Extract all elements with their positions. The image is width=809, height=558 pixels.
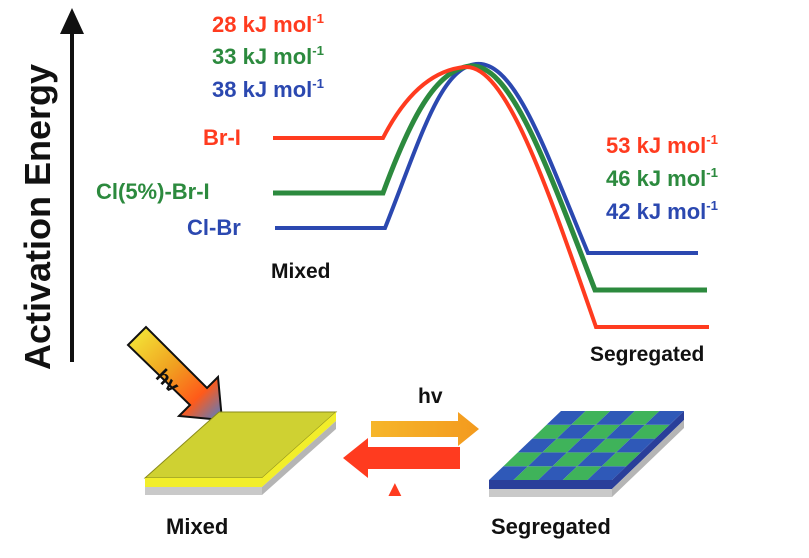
checker-cell xyxy=(630,424,670,439)
checker-cell xyxy=(513,466,553,480)
checker-cell xyxy=(552,452,592,467)
mixed-film xyxy=(143,411,338,495)
checker-cell xyxy=(595,411,635,425)
checker-cell xyxy=(546,411,586,425)
checker-cell xyxy=(581,424,621,439)
series-label-br-i: Br-I xyxy=(203,125,241,150)
checker-cell xyxy=(606,424,645,439)
checker-cell xyxy=(503,452,543,467)
segregated-film-substrate-side xyxy=(612,420,684,497)
checker-cell xyxy=(538,466,578,480)
caption-segregated: Segregated xyxy=(491,514,611,539)
reverse-arrow-label: ▲ xyxy=(384,476,406,501)
energy-axis-arrow xyxy=(60,8,84,362)
checker-cell xyxy=(577,452,617,467)
energy-left-cl-br: 38 kJ mol-1 xyxy=(212,75,325,102)
checker-cell xyxy=(571,411,611,425)
axis-label: Activation Energy xyxy=(17,64,58,370)
checker-cell xyxy=(528,452,567,467)
checker-cell xyxy=(601,452,641,467)
energy-right-br-i: 53 kJ mol-1 xyxy=(606,131,719,158)
checker-cell xyxy=(556,424,596,439)
segregated-film-side-edge xyxy=(612,411,684,489)
checker-cell xyxy=(616,438,656,453)
checker-cell xyxy=(645,411,684,425)
energy-right-cl-br-i: 46 kJ mol-1 xyxy=(606,164,719,191)
caption-mixed: Mixed xyxy=(166,514,229,539)
energy-left-cl-br-i: 33 kJ mol-1 xyxy=(212,42,325,69)
checker-cell xyxy=(567,438,606,453)
forward-arrow xyxy=(371,412,479,446)
checker-cell xyxy=(532,424,572,439)
state-label-mixed: Mixed xyxy=(271,260,331,283)
checker-cell xyxy=(517,438,557,453)
profile-curve-cl-br xyxy=(275,61,698,255)
checker-cell xyxy=(542,438,582,453)
profile-curve-cl-br-i xyxy=(273,63,707,293)
forward-arrow-label: hv xyxy=(418,385,443,408)
segregated-film-substrate-front xyxy=(489,489,612,497)
checker-cell xyxy=(591,438,631,453)
segregated-film-front-edge xyxy=(489,480,612,489)
profile-curve-br-i xyxy=(273,64,709,329)
checker-cell xyxy=(620,411,660,425)
checker-cell xyxy=(587,466,627,480)
segregated-film xyxy=(489,411,684,497)
series-label-cl-br-i: Cl(5%)-Br-I xyxy=(96,179,210,204)
series-label-cl-br: Cl-Br xyxy=(187,215,241,240)
checker-cell xyxy=(489,466,528,480)
reverse-arrow xyxy=(343,438,460,478)
checker-cell xyxy=(562,466,602,480)
state-label-segregated: Segregated xyxy=(590,343,705,366)
light-arrow xyxy=(126,325,224,422)
energy-left-br-i: 28 kJ mol-1 xyxy=(212,10,325,37)
energy-right-cl-br: 42 kJ mol-1 xyxy=(606,197,719,224)
